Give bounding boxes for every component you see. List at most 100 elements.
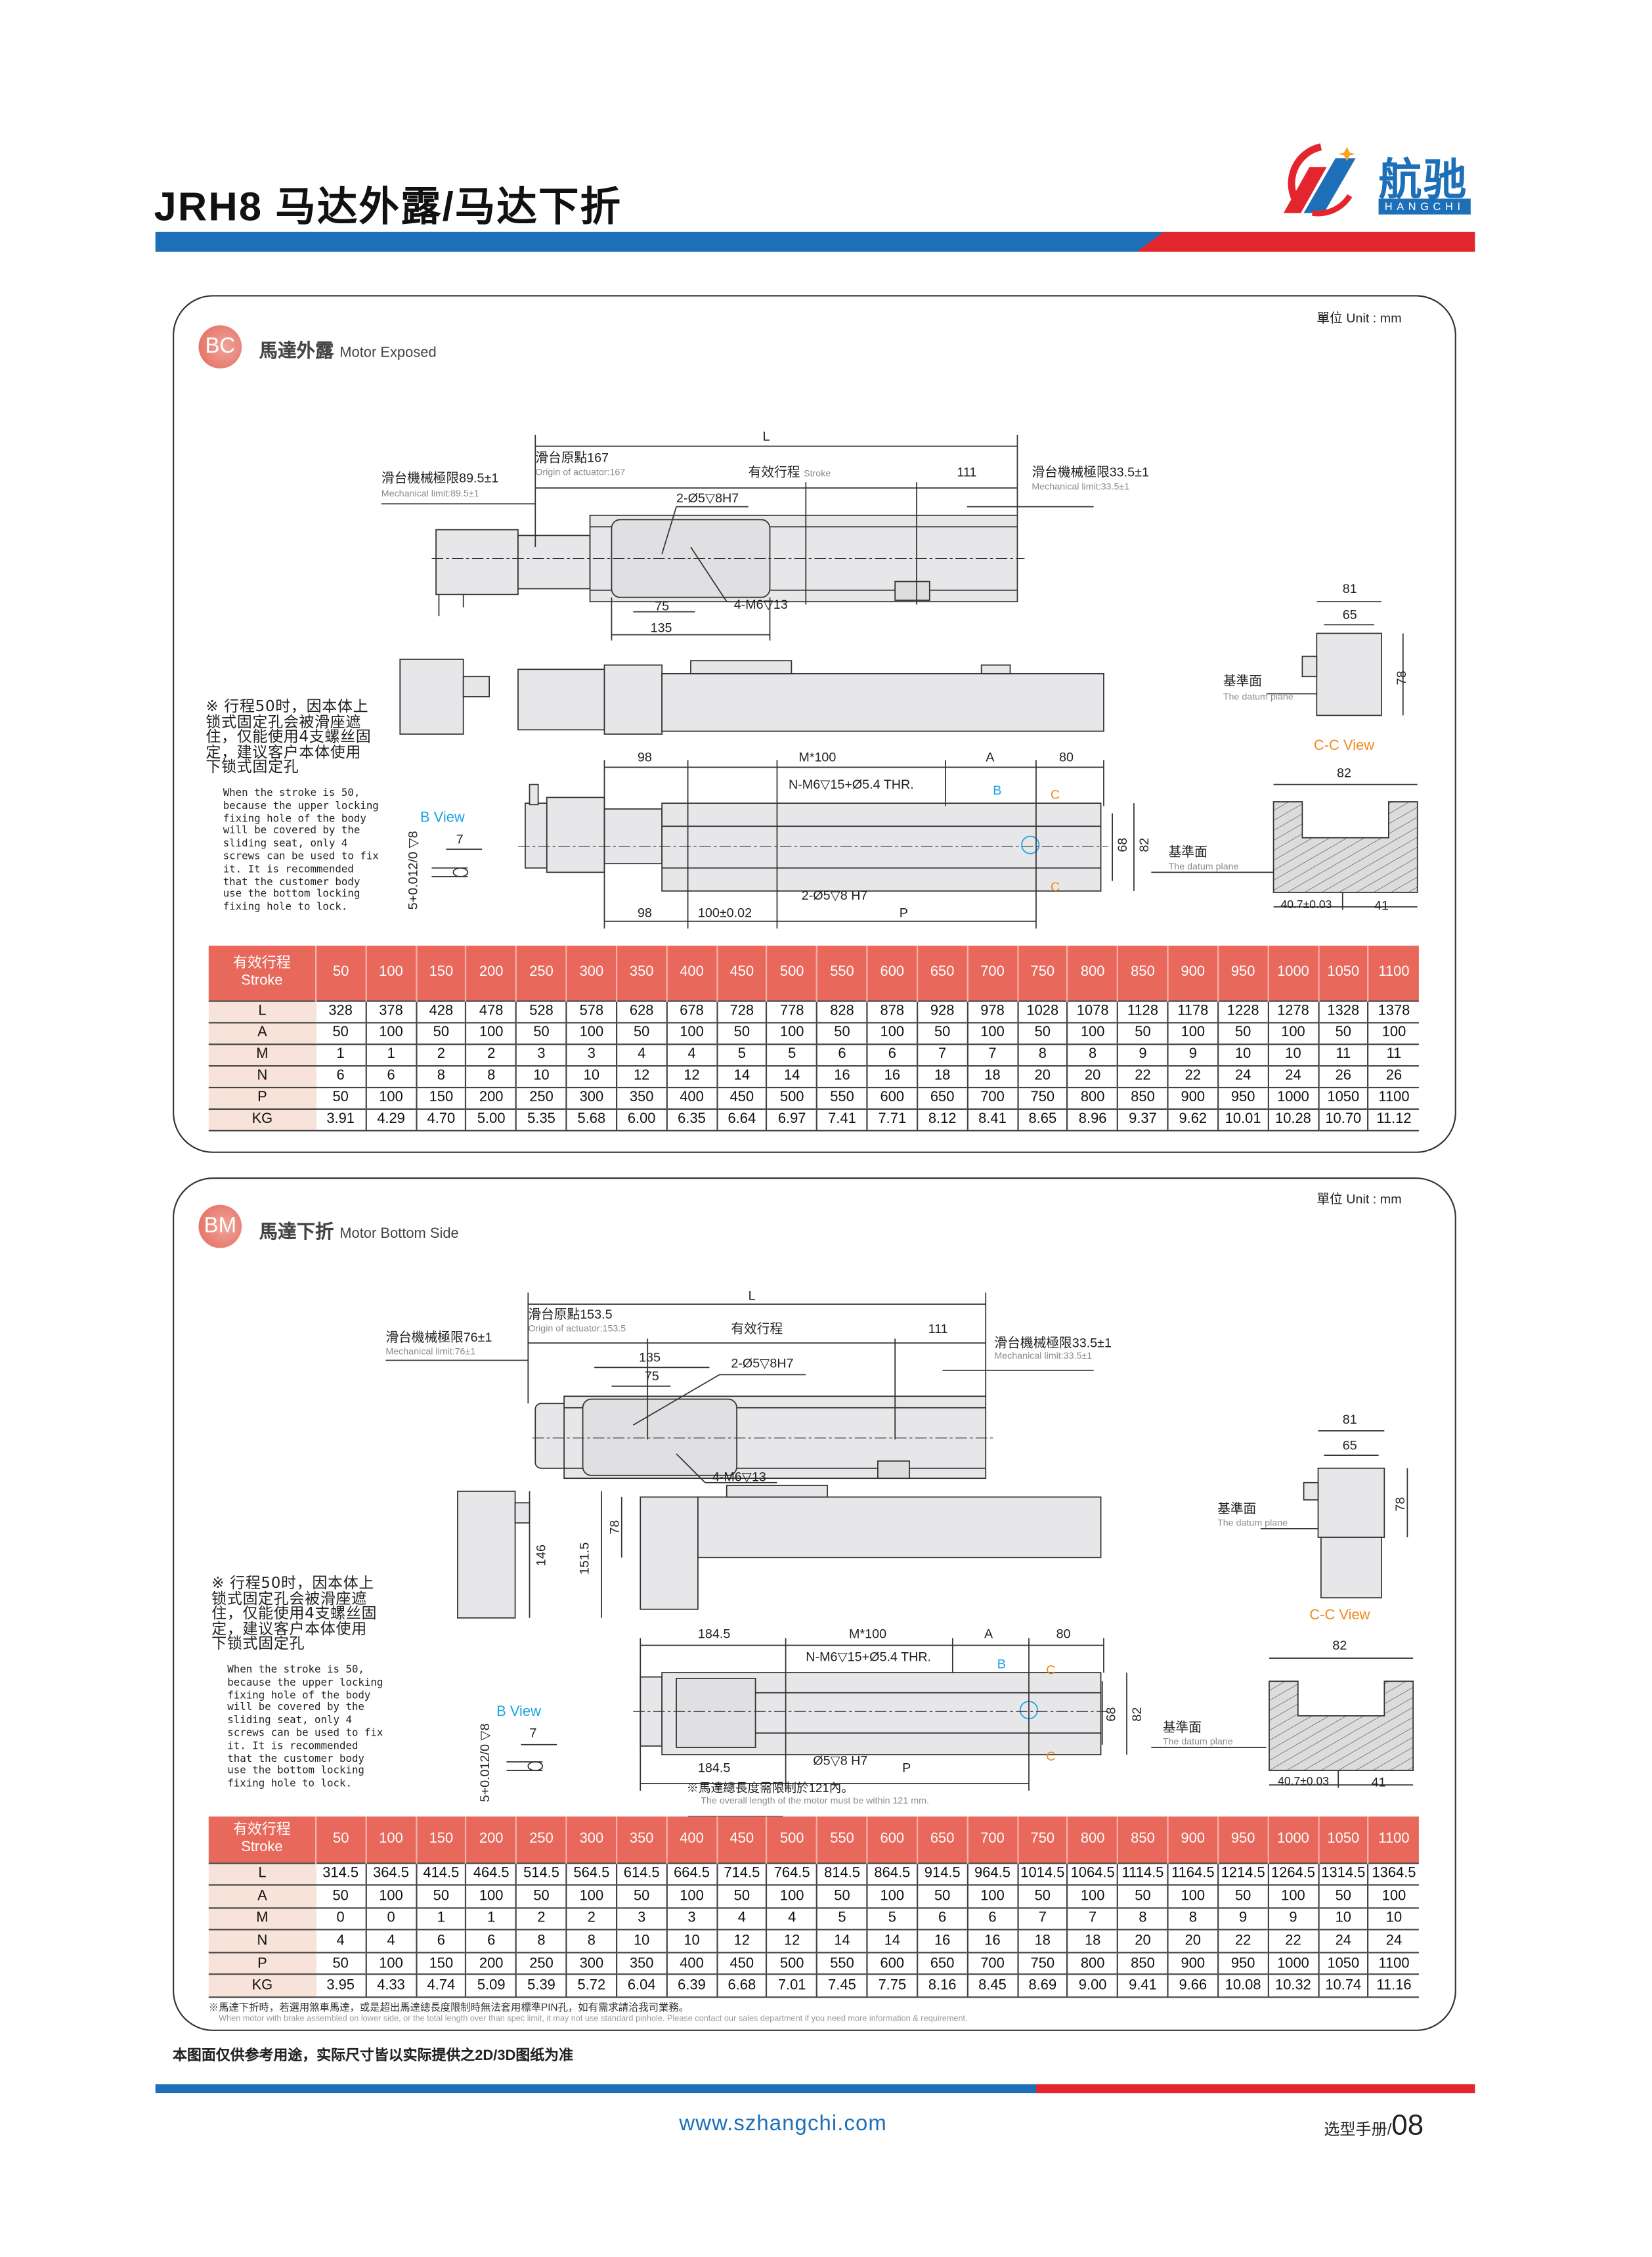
table-cell: 16 [817,1064,868,1087]
header-stroke-value: 100 [366,1816,417,1863]
table-cell: 6.35 [666,1107,718,1131]
header-stroke-value: 950 [1217,1816,1269,1863]
table-cell: 578 [566,999,618,1022]
dim-origin: 滑台原點153.5 [528,1307,613,1322]
table-cell: 5.72 [566,1974,618,1998]
table-cell: 7 [1067,1906,1119,1930]
table-cell: 100 [1167,1021,1219,1044]
dim-L: L [762,429,770,444]
table-cell: 50 [1217,1021,1269,1044]
table-cell: 8.41 [967,1107,1018,1131]
dim-80: 80 [1059,750,1074,764]
dim-82: 82 [1129,1707,1144,1722]
table-cell: 850 [1118,1952,1169,1975]
table-cell: 100 [867,1884,919,1908]
dim-78: 78 [1393,1497,1408,1512]
row-header: N [208,1929,316,1953]
table-cell: 24 [1217,1064,1269,1087]
unit-label: 單位 Unit : mm [1316,311,1402,326]
header-stroke-value: 600 [867,1816,919,1863]
table-cell: 6.68 [716,1974,768,1998]
stroke-note-cn: ※ 行程50时，因本体上锁式固定孔会被滑座遮住，仅能使用4支螺丝固定，建议客户本… [211,1575,378,1653]
website-link[interactable]: www.szhangchi.com [679,2111,887,2136]
table-cell: 50 [1217,1884,1269,1908]
table-cell: 50 [716,1884,768,1908]
table-cell: 10 [1217,1043,1269,1066]
header-stroke-value: 1100 [1368,1816,1419,1863]
table-cell: 1064.5 [1067,1862,1119,1885]
row-header: P [208,1952,316,1975]
dim-pin-bottom: Ø5▽8 H7 [813,1753,868,1768]
table-cell: 5.35 [516,1107,567,1131]
table-cell: 8 [1167,1906,1219,1930]
table-cell: 50 [1318,1884,1370,1908]
table-cell: 364.5 [366,1862,417,1885]
header-stroke-cn: 有效行程 [233,1822,291,1838]
header-stroke-value: 650 [917,946,968,1001]
table-cell: 328 [316,999,367,1022]
header-stroke-value: 1050 [1318,946,1370,1001]
table-cell: 4 [666,1043,718,1066]
header-stroke-value: 300 [566,1816,618,1863]
table-cell: 10 [566,1064,618,1087]
table-cell: 8.12 [917,1107,968,1131]
dim-stroke-cn: 有效行程 [748,465,800,479]
table-cell: 50 [416,1021,467,1044]
bc-end-view [399,659,464,735]
header-stroke-value: 900 [1167,1816,1219,1863]
page-number: 选型手册/08 [1324,2110,1424,2143]
table-cell: 528 [516,999,567,1022]
header-stroke-value: 350 [617,1816,668,1863]
header-stroke-value: 550 [817,1816,868,1863]
table-cell: 11 [1318,1043,1370,1066]
table-cell: 1378 [1368,999,1419,1022]
row-header: KG [208,1974,316,1998]
table-cell: 12 [666,1064,718,1087]
cc-41: 41 [1374,898,1389,913]
table-cell: 100 [1268,1021,1319,1044]
header-stroke-value: 400 [666,1816,718,1863]
dim-98-bottom: 98 [637,905,652,920]
dim-nthread: N-M6▽15+Ø5.4 THR. [788,777,914,792]
dim-100: 100±0.02 [697,905,752,920]
table-cell: 1 [316,1043,367,1066]
table-cell: 100 [366,1884,417,1908]
table-cell: 24 [1268,1064,1319,1087]
table-cell: 20 [1067,1064,1119,1087]
table-cell: 1050 [1318,1952,1370,1975]
table-cell: 778 [767,999,818,1022]
dim-111: 111 [928,1321,948,1336]
header-stroke-value: 150 [416,946,467,1001]
table-cell: 1100 [1368,1085,1419,1108]
header-stroke-value: 850 [1118,1816,1169,1863]
header-stroke-en: Stroke [241,1839,283,1855]
table-cell: 9.41 [1118,1974,1169,1998]
table-cell: 18 [1017,1929,1069,1953]
table-cell: 8.45 [967,1974,1018,1998]
table-cell: 250 [516,1085,567,1108]
c-marker-bottom: C [1050,879,1060,894]
table-cell: 100 [366,1021,417,1044]
hangchi-logo-icon [1283,143,1356,217]
table-cell: 100 [967,1884,1018,1908]
table-cell: 50 [316,1884,367,1908]
b-marker: B [993,783,1002,798]
table-cell: 714.5 [716,1862,768,1885]
table-cell: 26 [1368,1064,1419,1087]
row-header: N [208,1064,316,1087]
table-cell: 50 [917,1884,968,1908]
header-stroke-value: 650 [917,1816,968,1863]
table-cell: 8 [1118,1906,1169,1930]
table-cell: 450 [716,1085,768,1108]
b-marker: B [997,1656,1006,1671]
table-cell: 514.5 [516,1862,567,1885]
table-cell: 8 [566,1929,618,1953]
bview-7: 7 [456,831,464,846]
table-cell: 1028 [1017,999,1069,1022]
table-cell: 1178 [1167,999,1219,1022]
table-cell: 1164.5 [1167,1862,1219,1885]
